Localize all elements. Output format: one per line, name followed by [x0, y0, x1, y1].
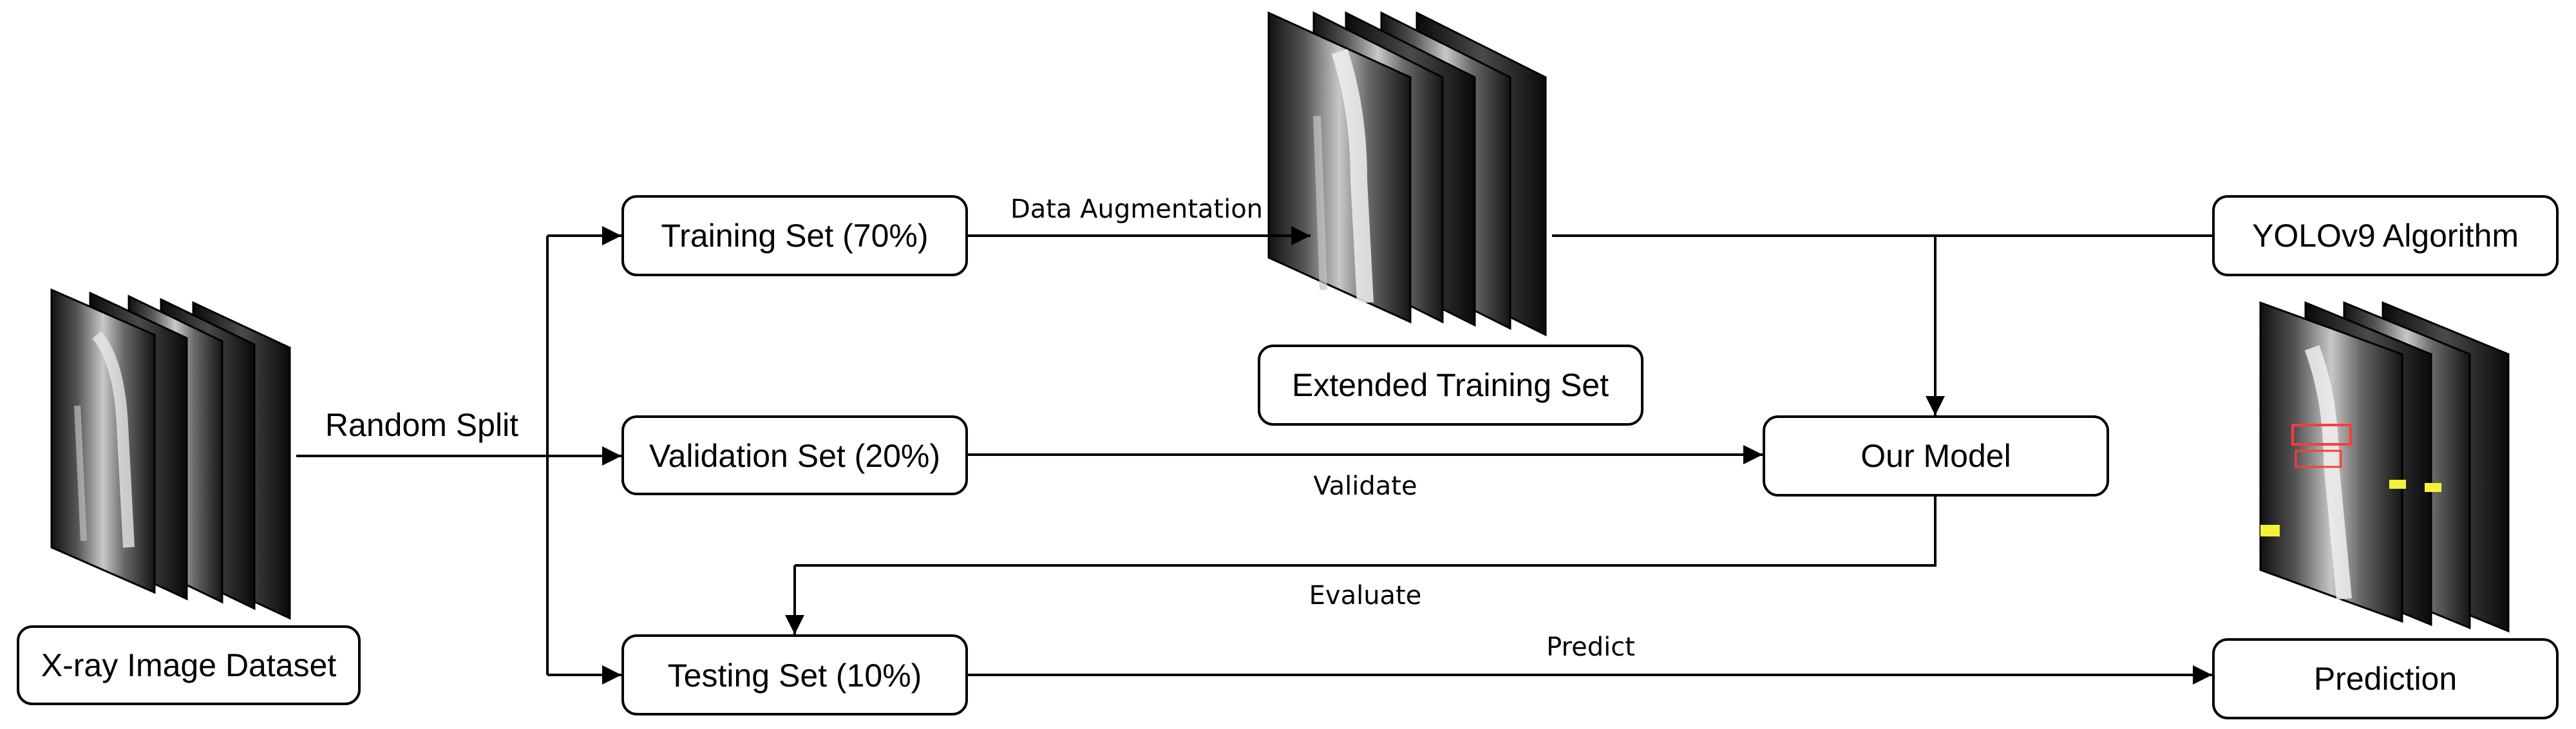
dataset-label: X-ray Image Dataset: [41, 647, 337, 683]
node-dataset: X-ray Image Dataset: [17, 625, 361, 705]
node-testing-set: Testing Set (10%): [621, 634, 968, 715]
evaluate-line: [795, 496, 1937, 567]
data-augmentation-label: Data Augmentation: [1010, 194, 1263, 224]
training-set-label: Training Set (70%): [661, 218, 929, 254]
connectors: [296, 226, 2212, 685]
node-extended-training-set: Extended Training Set: [1258, 345, 1643, 426]
node-yolo-algorithm: YOLOv9 Algorithm: [2212, 195, 2559, 276]
extended-training-set-label: Extended Training Set: [1292, 367, 1609, 403]
node-prediction: Prediction: [2212, 638, 2559, 719]
prediction-xray-stack: [2259, 301, 2510, 633]
yolo-algorithm-label: YOLOv9 Algorithm: [2252, 218, 2519, 254]
testing-set-label: Testing Set (10%): [668, 658, 922, 694]
evaluate-label: Evaluate: [1309, 581, 1422, 611]
predict-label: Predict: [1546, 632, 1635, 662]
random-split-label: Random Split: [325, 407, 518, 443]
node-our-model: Our Model: [1763, 415, 2109, 497]
extended-xray-stack: [1267, 11, 1547, 337]
validation-set-label: Validation Set (20%): [649, 438, 940, 474]
node-validation-set: Validation Set (20%): [621, 415, 968, 495]
prediction-label: Prediction: [2314, 661, 2457, 697]
dataset-xray-stack: [50, 288, 291, 620]
validate-label: Validate: [1313, 471, 1417, 501]
node-training-set: Training Set (70%): [621, 195, 968, 276]
our-model-label: Our Model: [1861, 438, 2011, 474]
